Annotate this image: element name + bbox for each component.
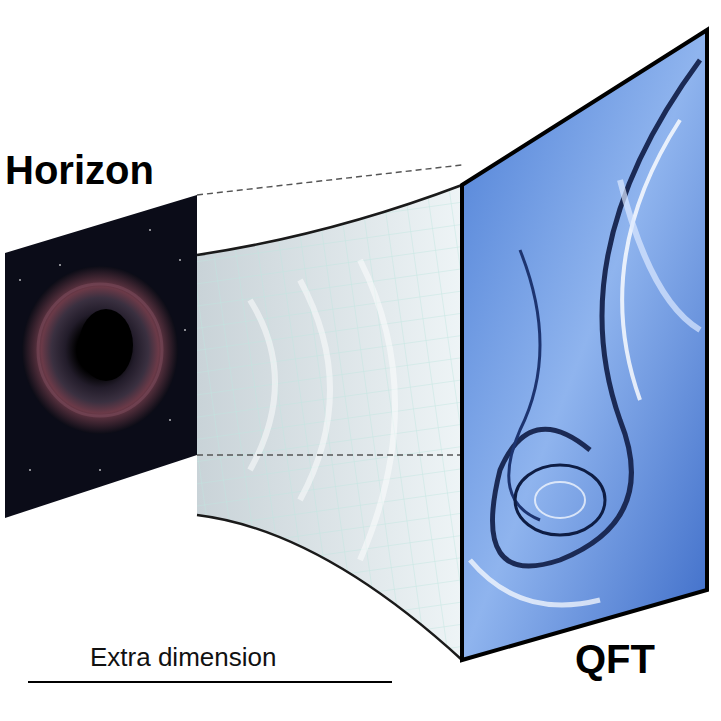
panel-title: QFT: [575, 637, 655, 681]
black-hole: [79, 309, 133, 381]
photon-ring: [38, 284, 162, 416]
qft-region: QFT: [455, 25, 717, 690]
stars: [19, 229, 186, 471]
dashed-edge: [197, 165, 462, 195]
axis-line: [28, 681, 392, 683]
bulk-edge: [197, 185, 462, 255]
panel-title: Horizon: [5, 148, 154, 192]
dashed-edge: [197, 454, 462, 456]
qft-border: [462, 30, 707, 660]
bulk-grid: [197, 185, 462, 660]
axis-label: Extra dimension: [90, 643, 276, 672]
bulk-surface: [197, 185, 462, 660]
bulk-edge: [197, 515, 462, 660]
qft-swirl: [470, 60, 700, 605]
horizon-region: Horizon: [0, 140, 205, 525]
black-hole-glow: [22, 266, 178, 434]
qft-panel: [462, 30, 707, 660]
horizon-panel: [5, 195, 197, 518]
ripples: [250, 260, 395, 560]
